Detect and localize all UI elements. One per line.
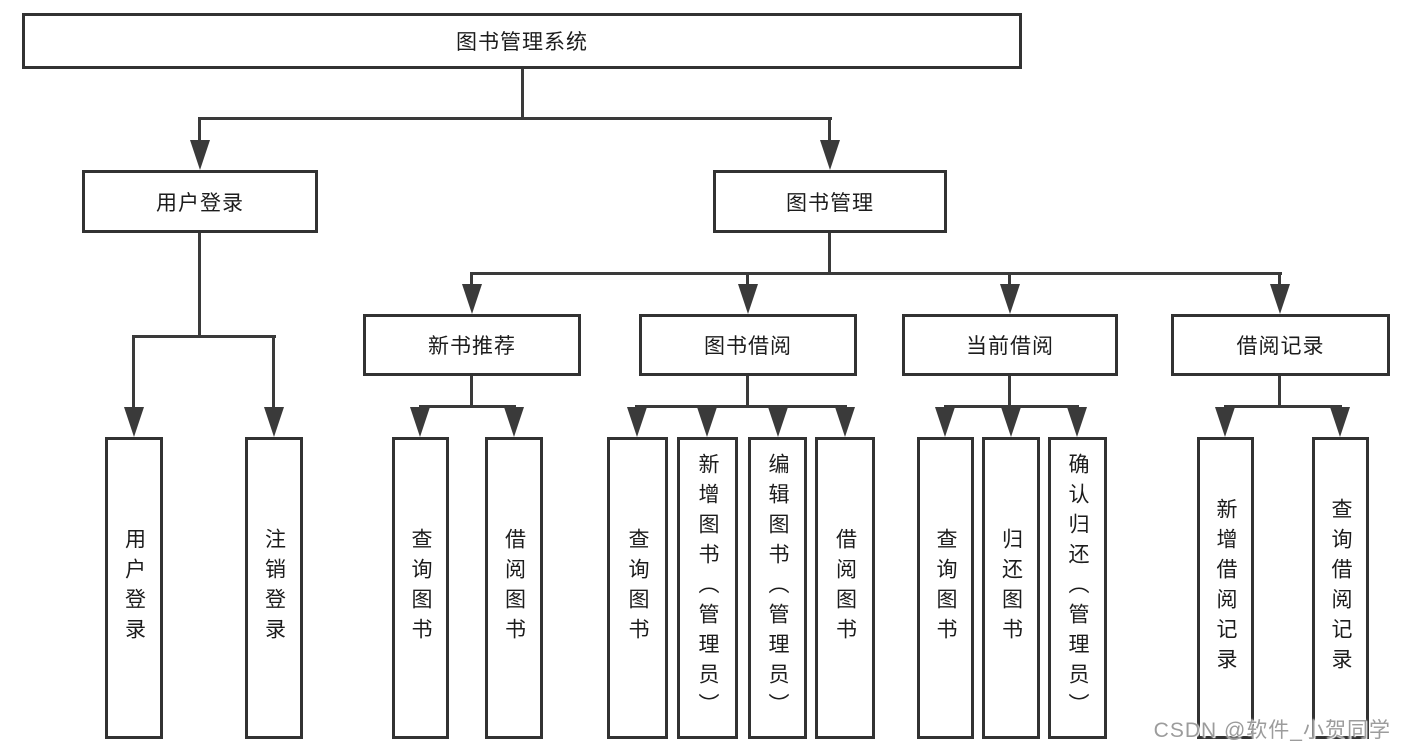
leaf-label: 用户登录 — [122, 528, 146, 648]
leaf-borrow-books: 借阅图书 — [815, 437, 875, 739]
arrowhead — [627, 407, 647, 437]
arrowhead — [768, 407, 788, 437]
arrowhead — [504, 407, 524, 437]
leaf-label: 查询图书 — [934, 528, 957, 648]
connector-user-login-horizontal — [132, 335, 276, 338]
arrowhead — [1270, 284, 1290, 314]
connector-book-mgmt-stem — [828, 120, 831, 144]
csdn-watermark: CSDN @软件_小贺同学 — [1153, 719, 1391, 742]
connector-level3-stem — [1278, 275, 1281, 288]
connector-user-login-stem — [198, 120, 201, 144]
connector-level3-stem — [746, 275, 749, 288]
leaf-label: 查询借阅记录 — [1329, 498, 1352, 678]
connector-down — [470, 376, 473, 407]
node-root-library-system: 图书管理系统 — [22, 13, 1022, 69]
arrowhead — [1330, 407, 1350, 437]
connector-leaf-stem — [272, 338, 275, 410]
connector-horizontal — [419, 405, 516, 408]
arrowhead — [697, 407, 717, 437]
leaf-query-books-current: 查询图书 — [917, 437, 974, 739]
arrowhead — [935, 407, 955, 437]
leaf-label: 归还图书 — [999, 528, 1023, 648]
leaf-query-books-borrowing: 查询图书 — [607, 437, 668, 739]
connector-book-mgmt-down — [828, 233, 831, 274]
leaf-borrow-books-recommend: 借阅图书 — [485, 437, 543, 739]
leaf-label: 确认归还（管理员） — [1066, 453, 1089, 723]
connector-root-horizontal — [198, 117, 832, 120]
leaf-add-borrow-record: 新增借阅记录 — [1197, 437, 1254, 739]
arrowhead — [190, 140, 210, 170]
node-book-management: 图书管理 — [713, 170, 947, 233]
connector-level3-stem — [1008, 275, 1011, 288]
node-book-borrowing: 图书借阅 — [639, 314, 857, 376]
node-user-login: 用户登录 — [82, 170, 318, 233]
leaf-user-login: 用户登录 — [105, 437, 163, 739]
arrowhead — [738, 284, 758, 314]
arrowhead — [1001, 407, 1021, 437]
connector-book-mgmt-horizontal — [470, 272, 1282, 275]
connector-down — [1278, 376, 1281, 407]
connector-user-login-down — [198, 233, 201, 337]
connector-down — [1008, 376, 1011, 407]
connector-leaf-stem — [132, 338, 135, 410]
node-borrowing-records: 借阅记录 — [1171, 314, 1390, 376]
leaf-return-books: 归还图书 — [982, 437, 1040, 739]
leaf-edit-books-admin: 编辑图书（管理员） — [748, 437, 807, 739]
leaf-query-books-recommend: 查询图书 — [392, 437, 449, 739]
arrowhead — [410, 407, 430, 437]
arrowhead — [264, 407, 284, 437]
connector-down — [746, 376, 749, 407]
node-new-book-recommend: 新书推荐 — [363, 314, 581, 376]
leaf-label: 新增图书（管理员） — [696, 453, 719, 723]
arrowhead — [820, 140, 840, 170]
arrowhead — [1215, 407, 1235, 437]
leaf-logout: 注销登录 — [245, 437, 303, 739]
leaf-label: 借阅图书 — [502, 528, 526, 648]
connector-level3-stem — [470, 275, 473, 288]
arrowhead — [124, 407, 144, 437]
arrowhead — [835, 407, 855, 437]
leaf-label: 查询图书 — [409, 528, 432, 648]
leaf-query-borrow-record: 查询借阅记录 — [1312, 437, 1369, 739]
connector-horizontal — [1224, 405, 1342, 408]
leaf-label: 编辑图书（管理员） — [766, 453, 789, 723]
arrowhead — [1067, 407, 1087, 437]
connector-root-stem — [521, 69, 524, 120]
leaf-confirm-return-admin: 确认归还（管理员） — [1048, 437, 1107, 739]
leaf-label: 借阅图书 — [833, 528, 857, 648]
connector-horizontal — [944, 405, 1079, 408]
arrowhead — [462, 284, 482, 314]
leaf-label: 新增借阅记录 — [1214, 498, 1237, 678]
node-current-borrowing: 当前借阅 — [902, 314, 1118, 376]
arrowhead — [1000, 284, 1020, 314]
leaf-label: 注销登录 — [262, 528, 286, 648]
connector-horizontal — [635, 405, 847, 408]
leaf-label: 查询图书 — [626, 528, 649, 648]
leaf-add-books-admin: 新增图书（管理员） — [677, 437, 738, 739]
